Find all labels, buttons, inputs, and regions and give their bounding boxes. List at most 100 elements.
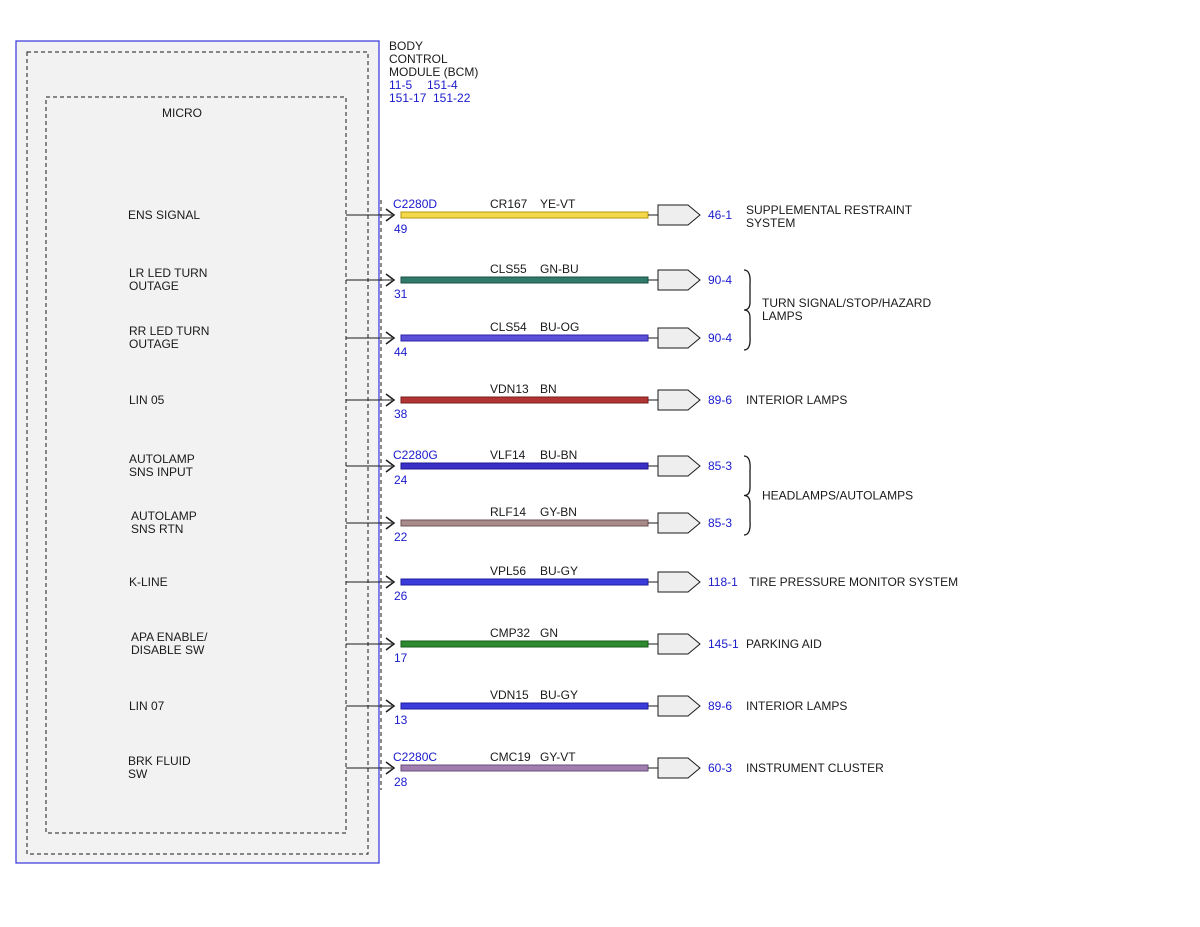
pin-arrow-icon [385,208,396,222]
wire-color-code: GY-VT [540,750,576,764]
pin-number: 44 [394,345,408,359]
circuit-number: VDN13 [490,382,529,396]
pin-number: 31 [394,287,408,301]
module-ref-3: 151-17 [389,91,427,105]
continuation-arrow-icon [657,269,701,291]
signal-label: RR LED TURN [129,324,209,338]
page-reference: 90-4 [708,273,732,287]
wire-color-code: YE-VT [540,197,576,211]
wire-color-code: BU-BN [540,448,577,462]
pin-arrow-icon [385,637,396,651]
continuation-arrow-icon [657,389,701,411]
continuation-arrow-icon [657,571,701,593]
wire [400,702,649,710]
pin-arrow-icon [385,699,396,713]
signal-label: SW [128,767,148,781]
signal-label: AUTOLAMP [131,509,197,523]
continuation-arrow-icon [657,204,701,226]
wire-color-code: GN [540,626,558,640]
signal-label: SNS INPUT [129,465,194,479]
signal-label: AUTOLAMP [129,452,195,466]
pin-arrow-icon [385,459,396,473]
wire-color-code: BU-GY [540,688,578,702]
signal-label: LR LED TURN [129,266,207,280]
wire [400,578,649,586]
pin-arrow-icon [385,761,396,775]
circuit-number: CR167 [490,197,528,211]
group-brace-icon [743,269,751,351]
page-reference: 46-1 [708,208,732,222]
wire-color-code: BU-GY [540,564,578,578]
destination-label: SUPPLEMENTAL RESTRAINT [746,203,913,217]
signal-label: OUTAGE [129,337,179,351]
signal-label: LIN 07 [129,699,165,713]
pin-arrow-icon [385,516,396,530]
wire-color-code: BU-OG [540,320,579,334]
module-ref-4: 151-22 [433,91,471,105]
module-title-line-2: CONTROL [389,52,448,66]
destination-label: INSTRUMENT CLUSTER [746,761,884,775]
wire-color-code: GY-BN [540,505,577,519]
wire [400,519,649,527]
pin-number: 24 [394,473,408,487]
group: HEADLAMPS/AUTOLAMPS [743,455,913,536]
signal-label: SNS RTN [131,522,183,536]
page-reference: 89-6 [708,393,732,407]
pin-number: 49 [394,222,408,236]
module-title-line-3: MODULE (BCM) [389,65,478,79]
page-reference: 60-3 [708,761,732,775]
page-reference: 90-4 [708,331,732,345]
continuation-arrow-icon [657,757,701,779]
module-title-line-1: BODY [389,39,423,53]
page-reference: 118-1 [708,575,738,589]
bcm-inner-dashed-box [26,51,369,855]
wire [400,462,649,470]
destination-label: INTERIOR LAMPS [746,393,847,407]
page-reference: 85-3 [708,516,732,530]
continuation-arrow-icon [657,695,701,717]
connector-label: C2280G [393,448,438,462]
page-reference: 89-6 [708,699,732,713]
wire [400,276,649,284]
wire [400,396,649,404]
destination-label: SYSTEM [746,216,795,230]
page-reference: 85-3 [708,459,732,473]
bcm-module-box [15,40,380,864]
circuit-number: CMP32 [490,626,530,640]
wire-color-code: BN [540,382,557,396]
module-ref-2: 151-4 [427,78,458,92]
micro-label: MICRO [162,106,202,120]
destination-label: INTERIOR LAMPS [746,699,847,713]
wire [400,640,649,648]
continuation-arrow-icon [657,455,701,477]
group-label: HEADLAMPS/AUTOLAMPS [762,489,913,503]
micro-dashed-box [45,96,347,834]
connector-label: C2280C [393,750,437,764]
wire [400,211,649,219]
pin-number: 22 [394,530,408,544]
pin-number: 38 [394,407,408,421]
wire [400,334,649,342]
circuit-number: CLS55 [490,262,527,276]
module-ref-1: 11-5 [389,78,412,92]
signal-label: BRK FLUID [128,754,191,768]
destination-label: PARKING AID [746,637,822,651]
pin-arrow-icon [385,575,396,589]
group-label: TURN SIGNAL/STOP/HAZARD [762,296,931,310]
page-reference: 145-1 [708,637,739,651]
pin-arrow-icon [385,273,396,287]
continuation-arrow-icon [657,327,701,349]
group-label: LAMPS [762,309,803,323]
